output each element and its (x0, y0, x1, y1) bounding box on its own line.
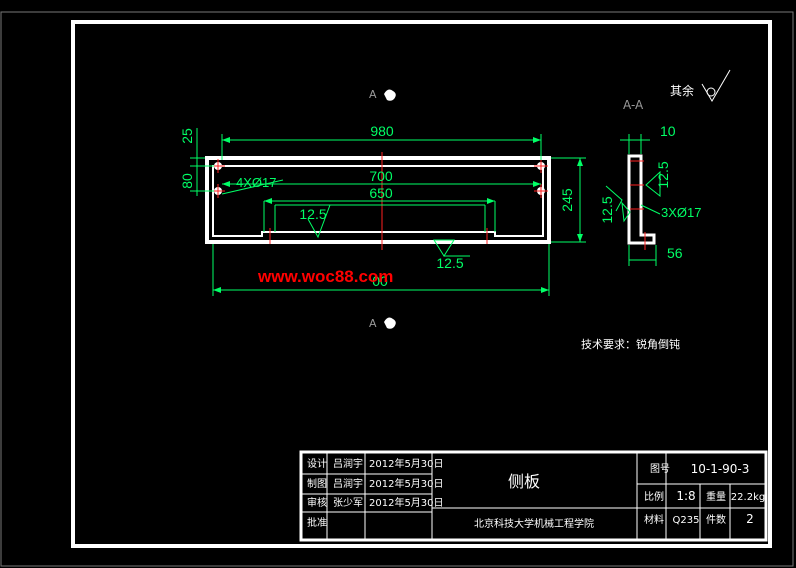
tb-weight: 22.2kg (731, 492, 765, 503)
tb-school: 北京科技大学机械工程学院 (474, 517, 594, 530)
watermark: www.woc88.com (257, 267, 393, 286)
front-view-outline (205, 156, 551, 244)
tb-part-name: 侧板 (508, 472, 540, 491)
roughness-symbol (701, 69, 731, 102)
side-dimension-lines (605, 134, 661, 266)
side-dim-roughness-right: 12.5 (655, 161, 671, 188)
tb-qty: 2 (746, 512, 754, 526)
arrow-heads (213, 137, 583, 293)
tb-date: 2012年5月30日 (369, 457, 444, 470)
tb-scale-label: 比例 (644, 490, 664, 503)
roughness-symbol-circle (706, 87, 716, 97)
tb-material-label: 材料 (644, 513, 664, 526)
dim-top-offset: 25 (179, 128, 195, 144)
side-dim-roughness-left: 12.5 (599, 196, 615, 223)
side-dim-flange: 56 (667, 245, 683, 261)
front-dimension-lines (190, 128, 586, 296)
tb-drawing-no: 10-1-90-3 (691, 462, 750, 476)
tb-name: 吕润宇 (333, 457, 363, 470)
dim-hole-spacing: 80 (179, 173, 195, 189)
section-arrow-top (384, 89, 396, 101)
tb-role: 审核 (307, 496, 327, 509)
dim-height: 245 (559, 188, 575, 212)
side-view: A-A 10 12.5 12.5 3XØ17 56 (599, 98, 701, 266)
technical-requirement: 技术要求：锐角倒钝 (581, 337, 680, 351)
dim-inner-length: 700 (369, 168, 393, 184)
tb-scale: 1:8 (676, 489, 695, 503)
section-label-bottom: A (369, 317, 377, 330)
side-view-title: A-A (623, 98, 644, 112)
dim-bottom-hidden: 00 (372, 273, 388, 289)
tb-date: 2012年5月30日 (369, 496, 444, 509)
tb-name: 张少军 (333, 497, 363, 509)
side-dim-hole-callout: 3XØ17 (661, 205, 701, 220)
section-arrow-bottom (384, 317, 396, 329)
dim-roughness-bottom: 12.5 (436, 255, 463, 271)
dim-hole-callout: 4XØ17 (236, 175, 276, 190)
front-view: 980 700 650 12.5 12.5 00 245 25 80 4XØ17… (179, 88, 586, 330)
tb-role: 制图 (307, 477, 327, 490)
roughness-note: 其余 (670, 83, 694, 98)
tb-material: Q235 (673, 515, 700, 526)
sheet-border-outer (0, 11, 794, 567)
dim-slot-length: 650 (369, 185, 393, 201)
dim-overall-length: 980 (370, 123, 394, 139)
drawing-frame (71, 20, 772, 548)
tb-name: 吕润宇 (333, 477, 363, 490)
side-view-profile (627, 154, 656, 245)
tb-role: 批准 (307, 516, 327, 529)
tb-role: 设计 (307, 457, 327, 470)
dim-roughness-inner: 12.5 (299, 206, 326, 222)
tb-date: 2012年5月30日 (369, 477, 444, 490)
tb-drawing-no-label: 图号 (650, 463, 670, 475)
tb-qty-label: 件数 (706, 513, 726, 526)
tb-weight-label: 重量 (706, 490, 726, 503)
title-block: 设计 吕润宇 2012年5月30日 制图 吕润宇 2012年5月30日 审核 张… (299, 450, 768, 542)
side-dim-thickness: 10 (660, 123, 676, 139)
side-center-lines (630, 160, 646, 250)
section-label-top: A (369, 88, 377, 101)
